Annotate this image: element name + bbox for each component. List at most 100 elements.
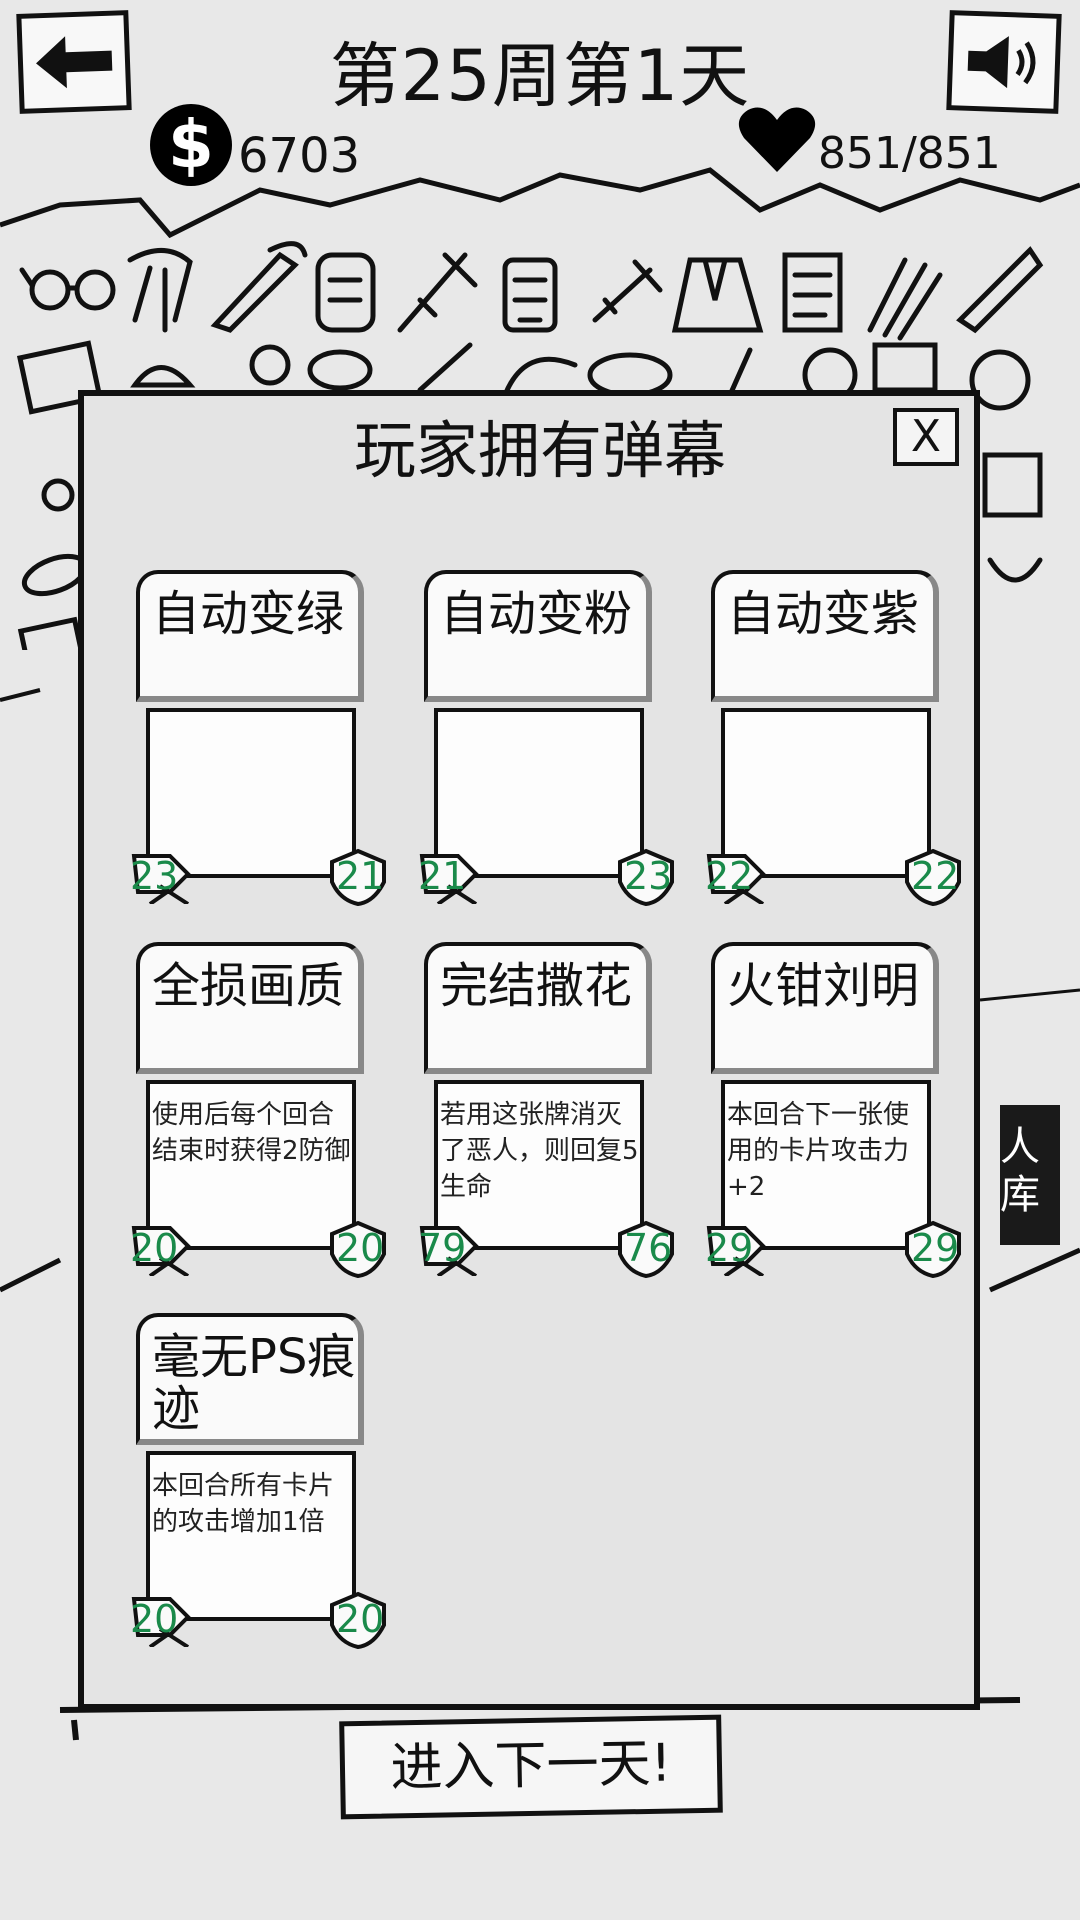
arrows-icon (867, 257, 943, 341)
card-body (721, 1080, 931, 1250)
book-icon (782, 252, 843, 333)
card-header (711, 570, 939, 702)
card-header (136, 570, 364, 702)
close-icon: X (910, 411, 942, 462)
speaker-icon (967, 36, 1036, 89)
scarf-icon (127, 248, 193, 333)
back-button[interactable] (16, 10, 132, 114)
money-value: 6703 (238, 128, 361, 184)
crossed-swords-icon (131, 1597, 191, 1647)
bullet-card[interactable]: 毫无PS痕迹 本回合所有卡片的攻击增加1倍 20 20 (130, 1313, 386, 1673)
card-attack: 23 (130, 854, 179, 898)
card-header (136, 1313, 364, 1445)
crossed-swords-icon (131, 854, 191, 904)
pot-icon (130, 365, 196, 388)
side-button-label: 人 库 (1000, 1124, 1040, 1218)
scroll-icon (502, 257, 558, 333)
blade-icon (417, 342, 473, 393)
crossed-swords-icon (706, 1226, 766, 1276)
basket-icon (587, 352, 673, 398)
bullet-card[interactable]: 自动变粉 21 23 (418, 570, 674, 930)
backpack-icon (315, 252, 376, 333)
shield-stat-icon (618, 848, 674, 906)
horn-icon (210, 241, 308, 333)
card-attack: 21 (418, 854, 467, 898)
card-defense: 23 (624, 854, 673, 898)
plate-icon (969, 349, 1031, 411)
dollar-coin-icon: $ (150, 104, 232, 186)
card-header (711, 942, 939, 1074)
shield-stat-icon (905, 1220, 961, 1278)
card-attack: 29 (705, 1226, 754, 1270)
card-header (424, 942, 652, 1074)
card-defense: 29 (911, 1226, 960, 1270)
card-attack: 20 (130, 1226, 179, 1270)
shield-stat-icon (905, 848, 961, 906)
box-icon (872, 342, 938, 393)
card-description: 若用这张牌消灭了恶人，则回复5生命 (440, 1100, 639, 1202)
card-header (424, 570, 652, 702)
sound-button[interactable] (946, 10, 1062, 114)
card-description: 本回合所有卡片的攻击增加1倍 (152, 1471, 335, 1537)
card-attack: 22 (705, 854, 754, 898)
card-body (146, 708, 356, 878)
week-day-title: 第25周第1天 (329, 35, 751, 117)
card-name: 全损画质 (152, 958, 345, 1014)
bullet-card[interactable]: 自动变紫 22 22 (705, 570, 961, 930)
card-header (136, 942, 364, 1074)
card-body (434, 1080, 644, 1250)
shield-stat-icon (618, 1220, 674, 1278)
card-body (721, 708, 931, 878)
ring-icon (249, 344, 291, 386)
shield-stat-icon (330, 1220, 386, 1278)
lamp-icon (41, 478, 75, 512)
card-body (434, 708, 644, 878)
glove-icon (502, 356, 578, 398)
card-attack: 79 (418, 1226, 467, 1270)
hp-value: 851/851 (818, 128, 1001, 179)
robe-icon (671, 257, 764, 333)
bullet-card[interactable]: 完结撒花 若用这张牌消灭了恶人，则回复5生命 79 76 (418, 942, 674, 1302)
card-defense: 20 (336, 1597, 385, 1641)
side-button[interactable]: 人 库 (1000, 1105, 1060, 1245)
crossed-swords-icon (131, 1226, 191, 1276)
back-arrow-icon (36, 36, 113, 89)
bean-icon (307, 349, 373, 391)
item-doodle-strip (16, 241, 1044, 650)
panel-title: 玩家拥有弹幕 (353, 414, 726, 487)
card-name: 毫无PS痕迹 (152, 1329, 356, 1437)
bullet-card[interactable]: 自动变绿 23 21 (130, 570, 386, 930)
crossed-swords-icon (419, 1226, 479, 1276)
card-name: 自动变紫 (727, 586, 920, 642)
cleaver-icon (956, 246, 1044, 334)
card-description: 使用后每个回合结束时获得2防御 (152, 1100, 351, 1166)
card-name: 完结撒花 (440, 958, 633, 1014)
crossed-swords-icon (706, 854, 766, 904)
card-defense: 76 (624, 1226, 673, 1270)
card-name: 火钳刘明 (727, 958, 920, 1014)
card-description: 本回合下一张使用的卡片攻击力+2 (727, 1100, 910, 1202)
card-defense: 20 (336, 1226, 385, 1270)
card-defense: 22 (911, 854, 960, 898)
heart-icon (738, 107, 816, 172)
tag-icon (982, 452, 1043, 518)
card-attack: 20 (130, 1597, 179, 1641)
bullet-card[interactable]: 火钳刘明 本回合下一张使用的卡片攻击力+2 29 29 (705, 942, 961, 1302)
card-name: 自动变绿 (152, 586, 345, 642)
bottle-icon (727, 347, 753, 398)
bowl-icon (987, 557, 1043, 583)
card-name: 自动变粉 (440, 586, 633, 642)
badge-icon (16, 340, 103, 415)
crossed-swords-icon (419, 854, 479, 904)
close-button[interactable]: X (893, 408, 959, 466)
shield-stat-icon (330, 1591, 386, 1649)
sword-icon (397, 252, 478, 333)
card-icon (17, 616, 87, 650)
card-defense: 21 (336, 854, 385, 898)
shield-stat-icon (330, 848, 386, 906)
dagger-icon (592, 259, 663, 323)
bullet-card[interactable]: 全损画质 使用后每个回合结束时获得2防御 20 20 (130, 942, 386, 1302)
glasses-icon (19, 267, 116, 311)
card-body (146, 1451, 356, 1621)
next-day-button[interactable]: 进入下一天! (339, 1714, 723, 1820)
